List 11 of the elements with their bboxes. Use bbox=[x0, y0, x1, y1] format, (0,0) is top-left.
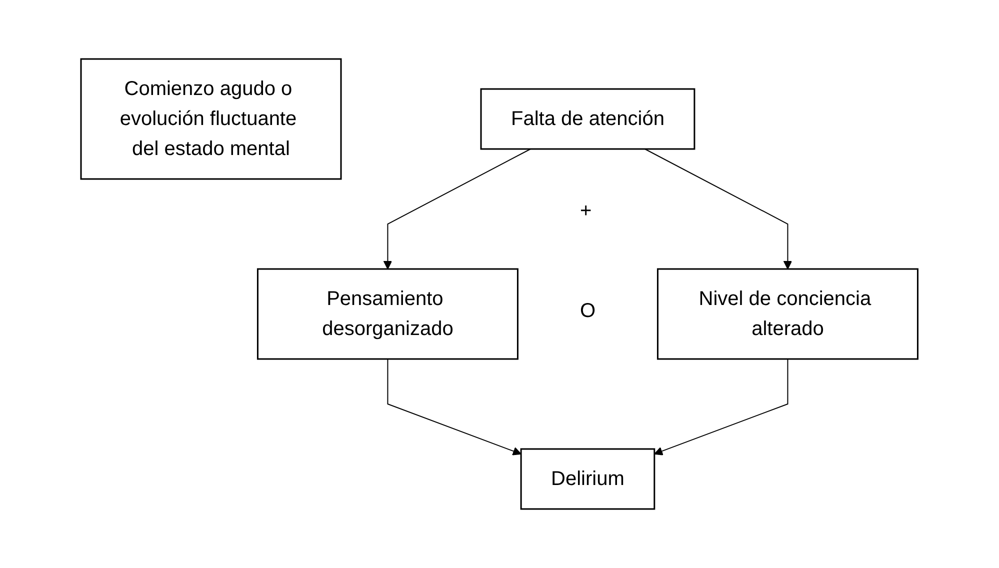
arrow bbox=[644, 148, 792, 270]
node-box: Nivel de conciencia alterado bbox=[657, 268, 919, 360]
node-box: Delirium bbox=[520, 448, 656, 510]
node-box: Falta de atención bbox=[480, 88, 696, 150]
arrow bbox=[387, 358, 522, 456]
arrow bbox=[654, 358, 788, 456]
arrow bbox=[383, 148, 532, 270]
annotation-text: + bbox=[580, 200, 592, 223]
node-box: Comienzo agudo o evolución fluctuante del estado mental bbox=[80, 58, 342, 180]
node-box: Pensamiento desorganizado bbox=[257, 268, 519, 360]
annotation-text: O bbox=[580, 300, 596, 323]
